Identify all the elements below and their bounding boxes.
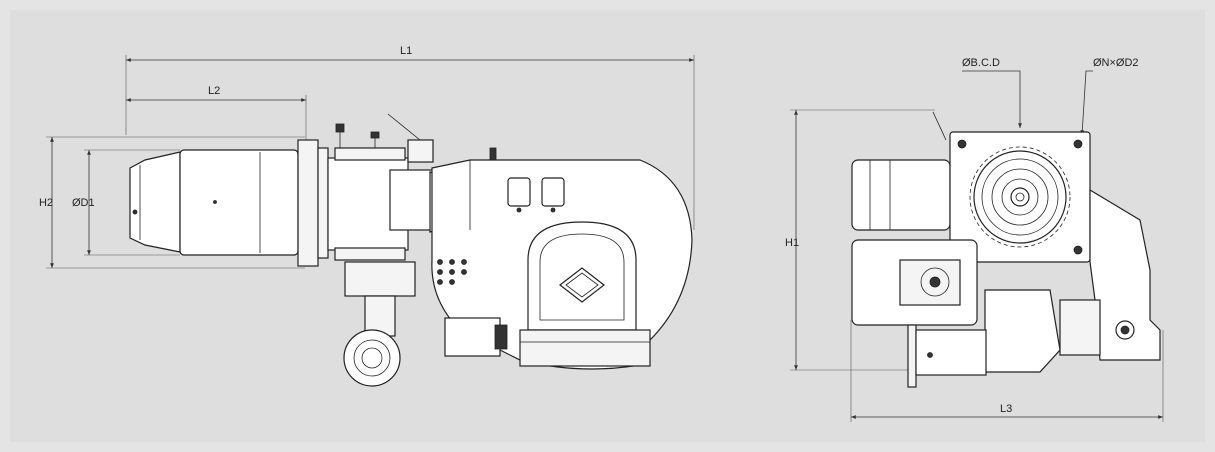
h1-label: H1 <box>785 237 799 249</box>
front-view: H1 L3 ØB.C.D ØN×ØD2 <box>785 57 1164 422</box>
h2-label: H2 <box>39 197 53 209</box>
l1-label: L1 <box>400 45 412 57</box>
d1-label: ØD1 <box>72 197 95 209</box>
bcd-label: ØB.C.D <box>962 57 1000 69</box>
nd2-label: ØN×ØD2 <box>1093 57 1139 69</box>
l3-label: L3 <box>1000 403 1012 415</box>
l2-label: L2 <box>208 85 220 97</box>
dot-matrix <box>437 259 467 285</box>
side-view: L1 L2 H2 ØD1 <box>39 45 695 387</box>
